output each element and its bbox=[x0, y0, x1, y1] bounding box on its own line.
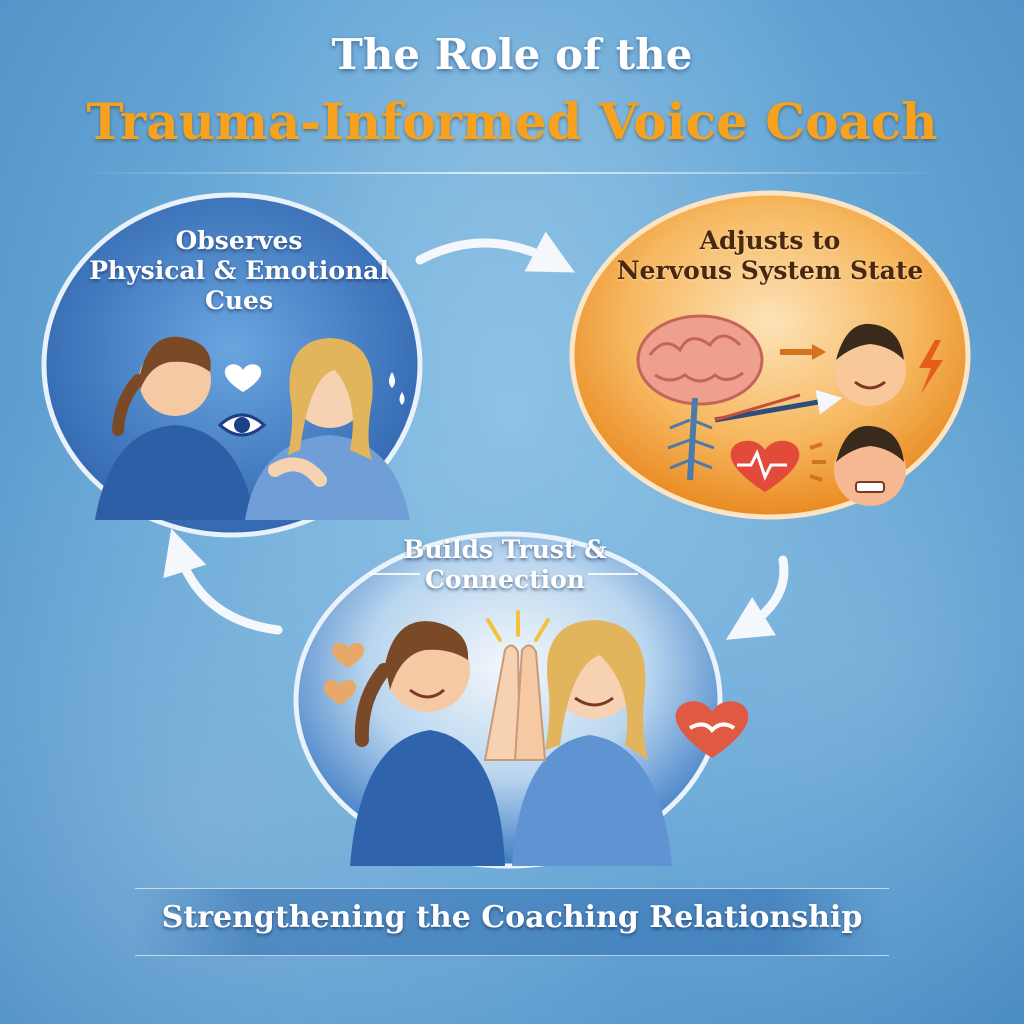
stressed-face-icon bbox=[834, 425, 906, 506]
heart-icon-small bbox=[331, 642, 365, 668]
build-label-rule-right bbox=[588, 573, 638, 575]
arrow-build-to-observe bbox=[163, 528, 283, 635]
footer-band bbox=[135, 888, 889, 956]
build-label-rule-left bbox=[370, 573, 420, 575]
handshake-heart-icon bbox=[675, 701, 749, 758]
heartbeat-icon bbox=[730, 440, 800, 492]
client-figure bbox=[245, 338, 410, 520]
title-line-1: The Role of the bbox=[331, 30, 693, 79]
node-adjust-label: Adjusts to Nervous System State bbox=[600, 226, 940, 286]
eye-icon bbox=[217, 413, 267, 437]
node-build-label: Builds Trust & Connection bbox=[355, 535, 655, 595]
arrow-adjust-to-build bbox=[725, 555, 789, 640]
node-build bbox=[293, 531, 749, 869]
client-figure-2 bbox=[512, 620, 672, 866]
arrow-observe-to-adjust bbox=[415, 231, 575, 273]
footer-text: Strengthening the Coaching Relationship bbox=[161, 900, 863, 935]
coach-figure-2 bbox=[350, 621, 505, 866]
node-adjust bbox=[569, 190, 971, 520]
node-build-label-line-1: Builds Trust & bbox=[403, 535, 607, 564]
node-observe-label-line-2: Physical & Emotional bbox=[89, 256, 389, 285]
node-observe-label-line-3: Cues bbox=[204, 286, 274, 315]
node-build-label-line-2: Connection bbox=[425, 565, 585, 594]
heart-icon bbox=[224, 364, 262, 392]
node-observe bbox=[41, 192, 423, 538]
node-observe-label: Observes Physical & Emotional Cues bbox=[64, 226, 414, 316]
coach-figure bbox=[95, 336, 255, 520]
calm-face-icon bbox=[834, 323, 906, 406]
lightning-icon bbox=[919, 340, 943, 394]
title-line-2: Trauma-Informed Voice Coach bbox=[86, 92, 938, 151]
node-adjust-label-line-2: Nervous System State bbox=[616, 256, 924, 285]
tear-icon bbox=[389, 372, 395, 388]
node-observe-label-line-1: Observes bbox=[175, 226, 303, 255]
node-adjust-label-line-1: Adjusts to bbox=[699, 226, 841, 255]
brain-icon bbox=[636, 314, 764, 481]
title-divider bbox=[75, 172, 949, 174]
